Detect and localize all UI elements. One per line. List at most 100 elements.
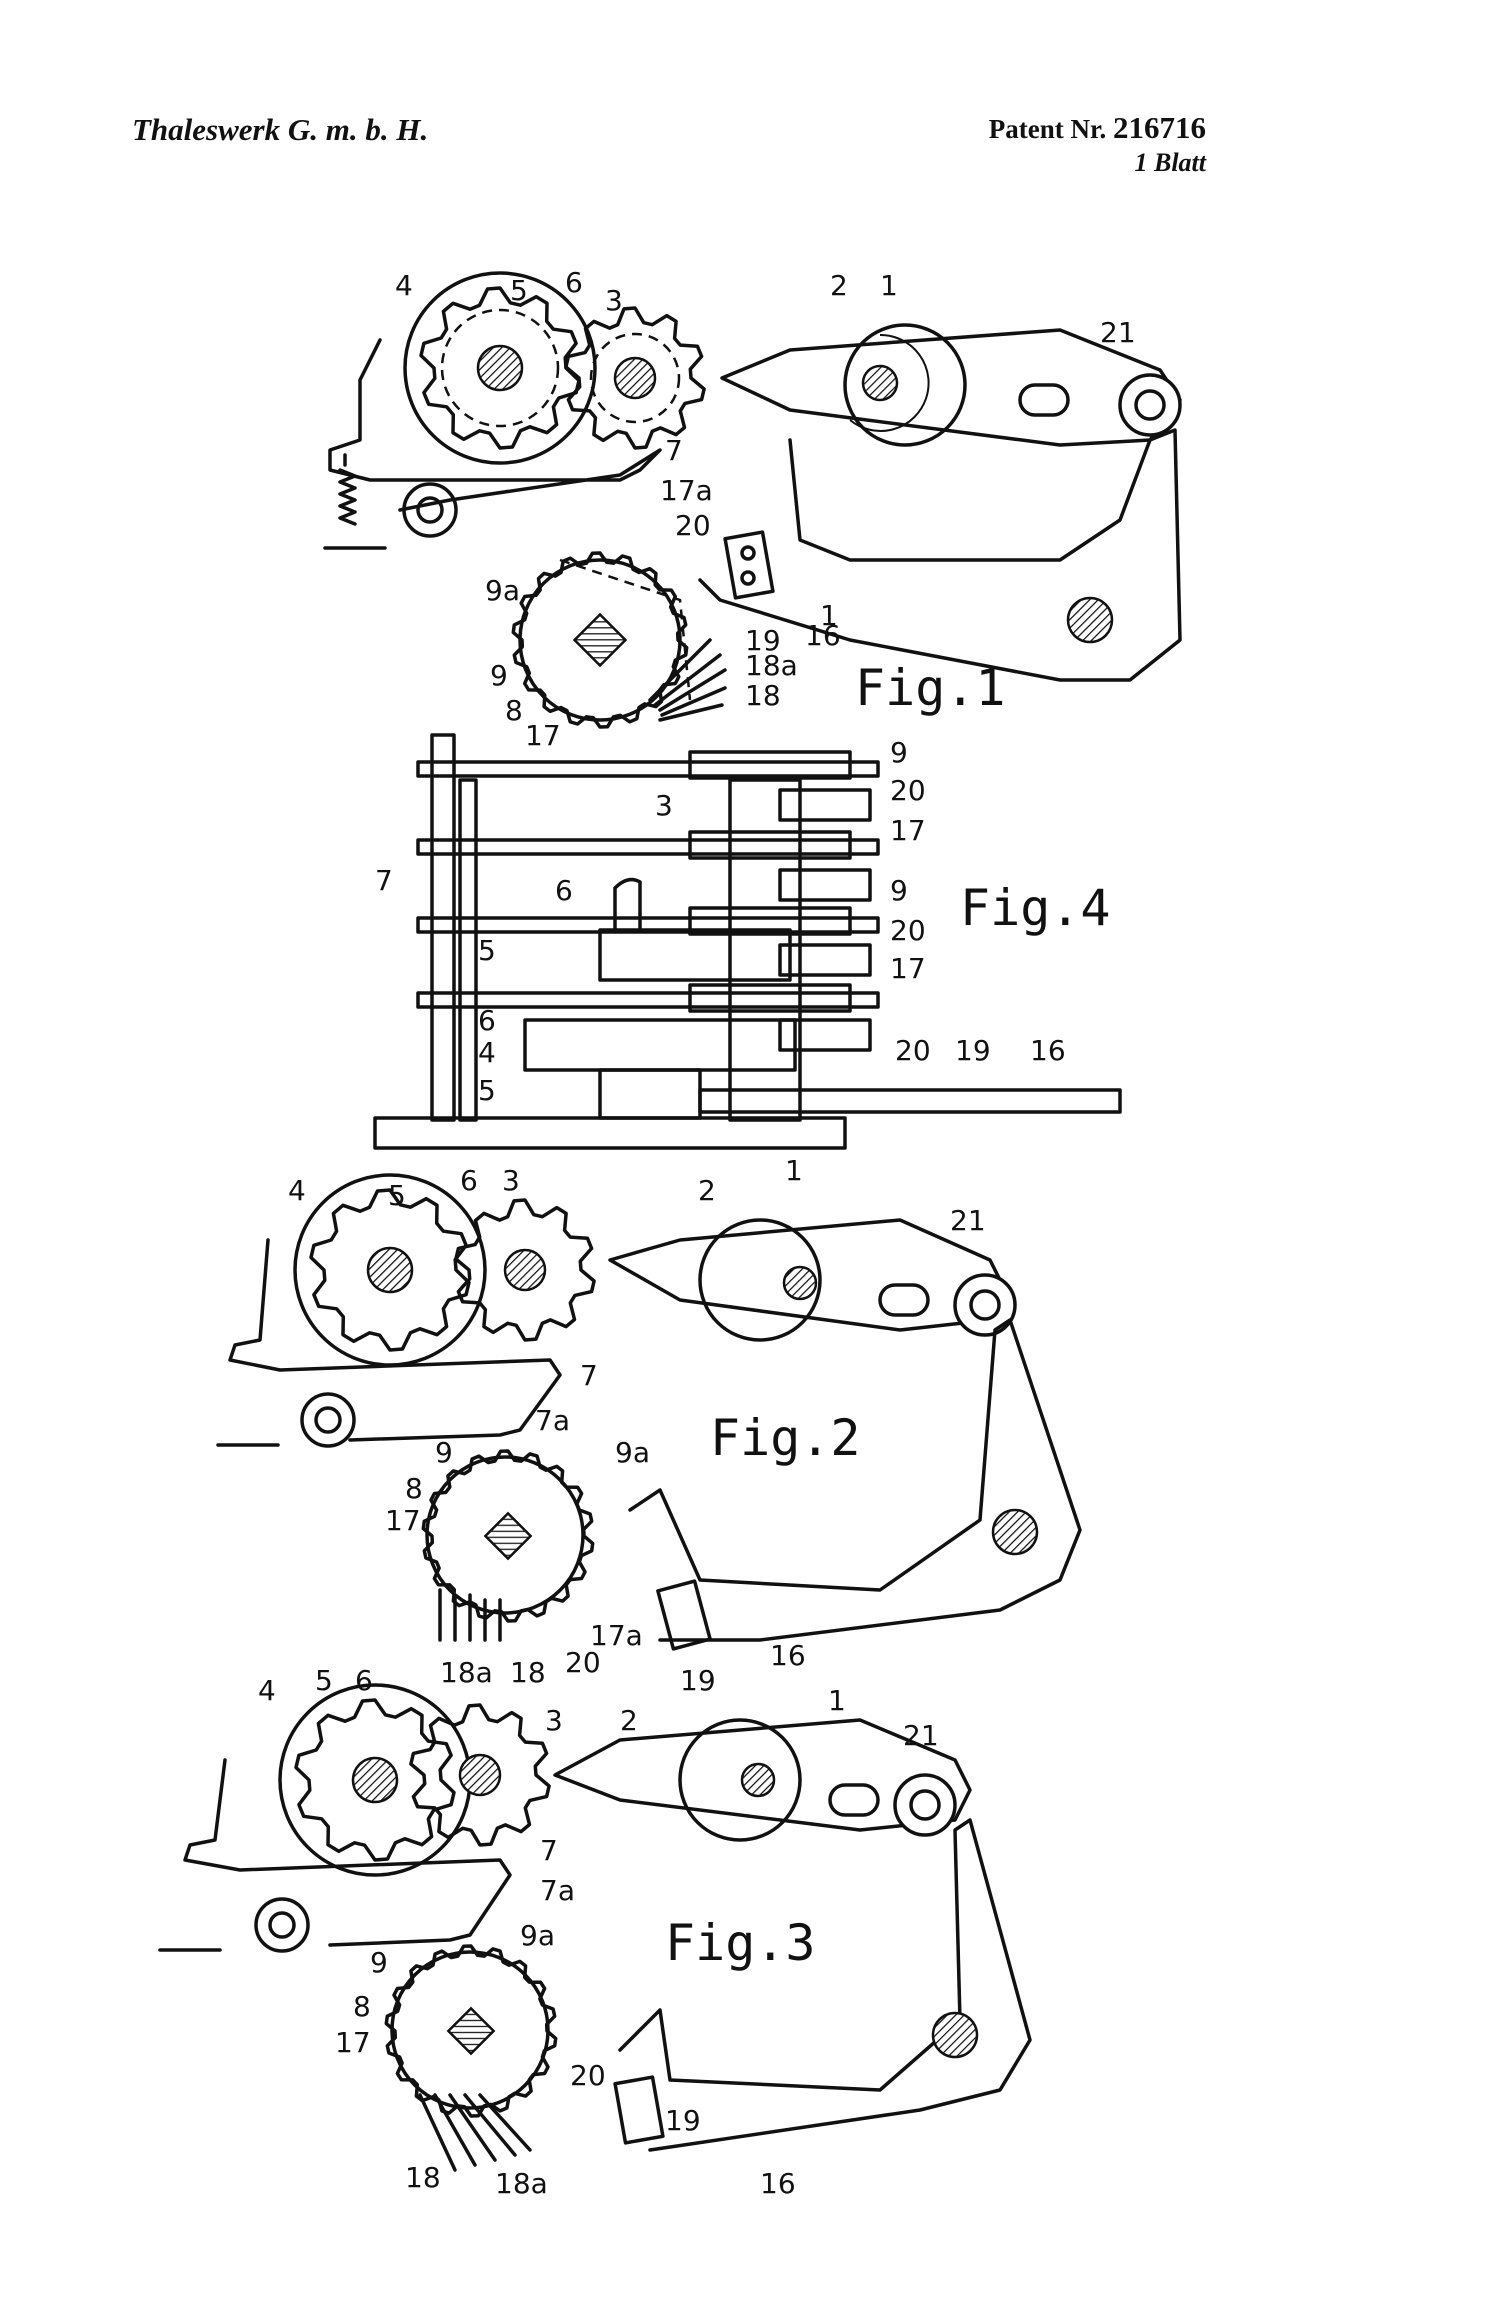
fig4-title: Fig.4 [960,879,1111,937]
fig1-plate-19 [723,530,775,600]
fig4-label-7: 7 [375,864,393,897]
fig3-label-2: 2 [620,1704,638,1737]
fig2-label-21: 21 [950,1204,986,1237]
fig4-digit-wheel-lower [523,1018,797,1072]
fig3-fingers-18 [418,2093,532,2172]
fig4-base-plate [373,1116,847,1150]
fig2-label-9a: 9a [615,1436,650,1469]
fig4-bar-16 [698,1088,1122,1114]
patent-number: 216716 [1113,110,1206,145]
fig2-label-17: 17 [385,1504,421,1537]
fig4-pawl-6 [613,877,642,932]
fig1-label-6: 6 [565,266,583,299]
fig4-label-5: 5 [478,1074,496,1107]
fig1-drawing [323,271,1182,729]
fig3-link-16 [618,1818,1032,2152]
fig2-link-16 [628,1318,1082,1642]
fig4-label-20: 20 [890,774,926,807]
fig4-digit-wheel-upper [598,928,792,982]
fig2-label-7: 7 [580,1359,598,1392]
fig3-label-1: 1 [828,1684,846,1717]
fig3-label-21: 21 [903,1719,939,1752]
fig2-label-18a: 18a [440,1656,493,1689]
fig2-label-18: 18 [510,1656,546,1689]
fig1-label-1: 1 [820,599,838,632]
fig1-shaft-1 [861,364,899,402]
fig4-label-9: 9 [890,874,908,907]
fig3-label-17: 17 [335,2026,371,2059]
fig3-label-18a: 18a [495,2167,548,2200]
fig3-drawing [158,1683,1032,2172]
fig4-label-6: 6 [555,874,573,907]
sheet-count: 1 Blatt [1134,148,1206,177]
fig1-gear-9 [511,551,689,729]
fig3-label-9a: 9a [520,1919,555,1952]
fig1-label-2: 2 [830,269,848,302]
fig1-label-16: 16 [805,619,841,652]
fig4-label-20: 20 [895,1034,931,1067]
fig3-label-4: 4 [258,1674,276,1707]
fig2-pawl-7 [228,1238,562,1442]
fig3-label-6: 6 [355,1664,373,1697]
fig1-wheel-4 [403,271,597,465]
fig4-label-19: 19 [955,1034,991,1067]
fig2-fingers-18 [438,1588,502,1642]
fig3-label-20: 20 [570,2059,606,2092]
fig3-label-8: 8 [353,1990,371,2023]
fig2-label-5: 5 [388,1179,406,1212]
fig1-title: Fig.1 [855,659,1006,717]
fig3-label-16: 16 [760,2167,796,2200]
fig3-label-18: 18 [405,2161,441,2194]
fig3-gear-9 [384,1944,558,2118]
fig2-label-2: 2 [698,1174,716,1207]
fig3-gear-5 [294,1698,456,1862]
fig2-label-4: 4 [288,1174,306,1207]
fig4-label-17: 17 [890,952,926,985]
fig1-label-7: 7 [665,434,683,467]
fig2-gear-9 [421,1449,595,1623]
fig3-label-9: 9 [370,1946,388,1979]
fig1-label-9a: 9a [485,574,520,607]
fig4-frame-post [430,733,456,1122]
fig1-spring [338,453,357,526]
fig3-plate-19 [613,2075,665,2145]
fig1-shaft-3 [613,356,657,400]
fig4-label-9: 9 [890,736,908,769]
fig1-shaft-5 [476,344,524,392]
fig3-label-19: 19 [665,2104,701,2137]
fig1-link-16 [698,428,1182,682]
fig2-label-17a: 17a [590,1619,643,1652]
fig2-label-1: 1 [785,1154,803,1187]
fig3-gear-3 [409,1703,551,1847]
fig2-plate-19 [656,1579,712,1651]
fig3-label-3: 3 [545,1704,563,1737]
fig2-label-19: 19 [680,1664,716,1697]
fig1-label-3: 3 [605,284,623,317]
fig1-label-1: 1 [880,269,898,302]
fig2-label-9: 9 [435,1436,453,1469]
fig4-label-6: 6 [478,1004,496,1037]
fig1-label-17: 17 [525,719,561,752]
fig1-label-21: 21 [1100,316,1136,349]
fig1-shaft-8 [572,612,628,668]
fig3-label-5: 5 [315,1664,333,1697]
fig1-label-17a: 17a [660,474,713,507]
fig4-label-17: 17 [890,814,926,847]
fig2-title: Fig.2 [710,1409,861,1467]
fig1-gear-3 [564,306,706,450]
fig1-label-19: 19 [745,624,781,657]
fig1-label-9: 9 [490,659,508,692]
fig2-label-7a: 7a [535,1404,570,1437]
fig1-label-5: 5 [510,274,528,307]
fig1-pawl-7 [328,338,662,512]
fig3-title: Fig.3 [665,1914,816,1972]
fig2-drawing [216,1173,1082,1651]
fig4-label-20: 20 [890,914,926,947]
fig1-label-18: 18 [745,679,781,712]
